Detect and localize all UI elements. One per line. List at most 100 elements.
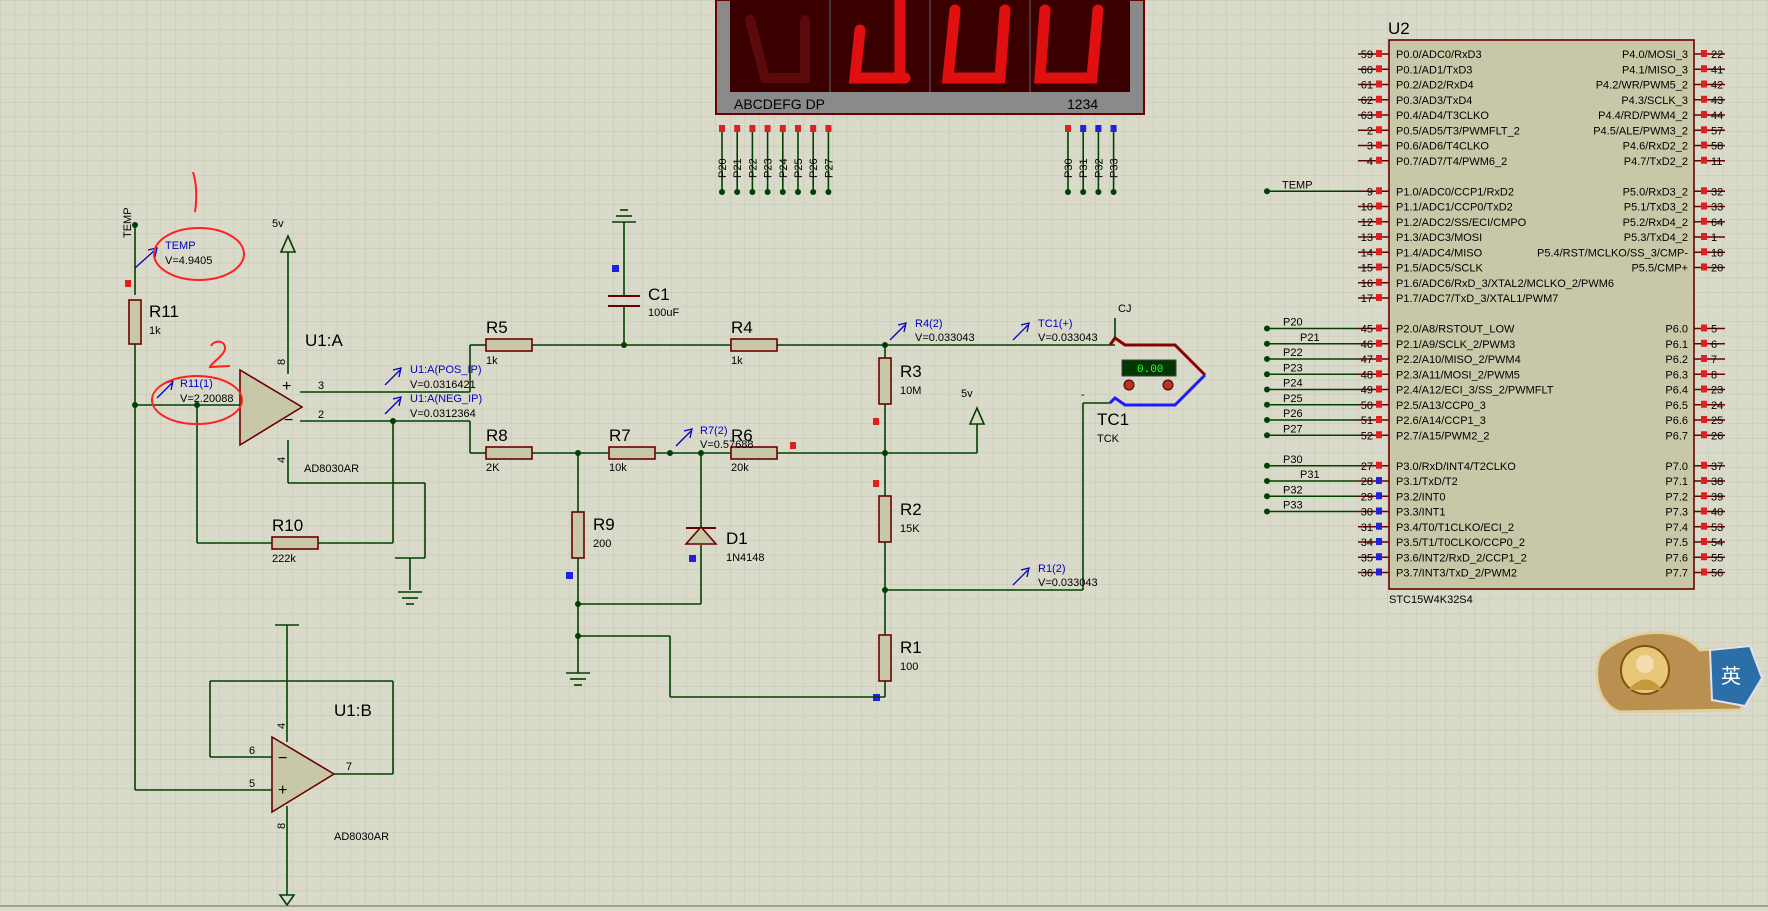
segment-pin[interactable]: P24: [778, 125, 790, 195]
u2-net[interactable]: P20: [1264, 317, 1358, 332]
resistor-r4[interactable]: R4 1k: [730, 318, 1115, 367]
voltage-probe-r11[interactable]: R11(1) V=2.20088: [156, 378, 234, 405]
digit-pin[interactable]: P32: [1093, 125, 1105, 195]
u2-net[interactable]: P27: [1264, 423, 1358, 439]
u2-right-pin[interactable]: 1P5.3/TxD4_2: [1624, 232, 1725, 244]
u2-net[interactable]: P30: [1264, 454, 1358, 469]
temp-net[interactable]: TEMP: [122, 207, 138, 295]
voltage-probe-r4[interactable]: R4(2) V=0.033043: [889, 318, 975, 344]
segment-pin[interactable]: P25: [793, 125, 805, 195]
u2-net[interactable]: P26: [1264, 408, 1358, 423]
resistor-r5[interactable]: R5 1k: [470, 318, 731, 367]
voltage-probe-r1[interactable]: R1(2) V=0.033043: [1012, 563, 1098, 589]
voltage-probe-u1a-pos[interactable]: U1:A(POS_IP) V=0.0316421: [384, 364, 482, 391]
segment-pin[interactable]: P20: [717, 125, 729, 195]
resistor-r6[interactable]: R6 20k: [730, 426, 977, 474]
u2-right-pin[interactable]: 7P6.2: [1665, 354, 1725, 366]
digit-pin[interactable]: P31: [1078, 125, 1090, 195]
opamp-u1b[interactable]: − + U1:B AD8030AR 6 5 7 4 8: [135, 624, 394, 907]
u2-net[interactable]: P33: [1264, 500, 1358, 515]
segment-pin[interactable]: P23: [763, 125, 775, 195]
resistor-r9[interactable]: R9 200: [566, 453, 615, 673]
resistor-r7[interactable]: R7 10k: [608, 426, 731, 474]
voltage-probe-r7[interactable]: R7(2) V=0.57688: [675, 425, 754, 451]
digit-pin[interactable]: P33: [1109, 125, 1121, 195]
segment-pin[interactable]: P26: [808, 125, 820, 195]
diode-d1[interactable]: D1 1N4148: [684, 453, 765, 604]
resistor-r1[interactable]: R1 100: [873, 634, 922, 701]
digit-pin[interactable]: P30: [1063, 125, 1075, 195]
u2-net[interactable]: P32: [1264, 484, 1358, 500]
resistor-r10[interactable]: R10 222k: [197, 516, 393, 565]
u2-net[interactable]: P31: [1264, 469, 1358, 484]
u2-right-pin[interactable]: 6P6.1: [1665, 339, 1725, 351]
segment-pin[interactable]: P21: [732, 125, 744, 195]
u2-net[interactable]: P25: [1264, 393, 1358, 408]
segment-pin[interactable]: P27: [823, 125, 835, 195]
resistor-r8[interactable]: R8 2K: [470, 426, 609, 474]
thermocouple-tc1[interactable]: 0.00 CJ - TC1 TCK: [1081, 303, 1207, 590]
segment-pin[interactable]: P22: [747, 125, 759, 195]
u2-net[interactable]: P24: [1264, 378, 1358, 393]
resistor-r11[interactable]: R11 1k: [128, 299, 179, 790]
resistor-r2[interactable]: R2 15K: [873, 480, 922, 635]
ime-badge[interactable]: 英: [1595, 631, 1764, 714]
voltage-probe-u1a-neg[interactable]: U1:A(NEG_IP) V=0.0312364: [384, 393, 482, 420]
u2-net[interactable]: P22: [1264, 347, 1358, 362]
